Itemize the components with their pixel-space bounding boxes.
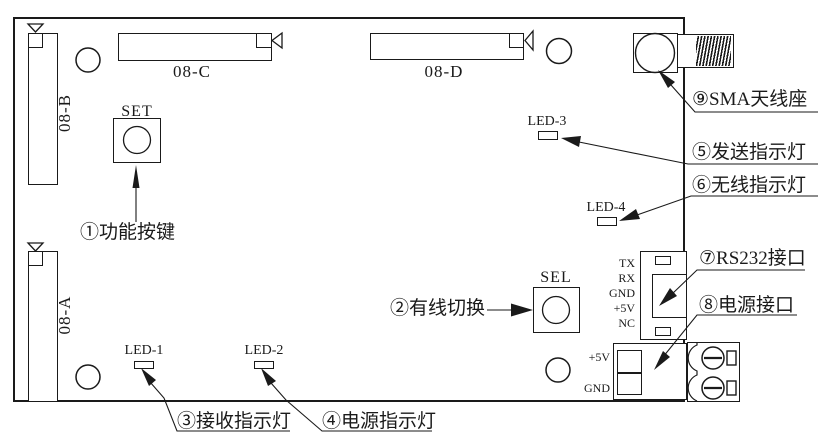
connector-08d-label: 08-D (424, 62, 464, 81)
callout-power-port: ⑧电源接口 (699, 295, 795, 316)
power-pin-5v-label: +5V (588, 350, 610, 364)
set-button-label: SET (121, 103, 153, 120)
power-terminal-gnd (617, 373, 642, 395)
callout-function-button: ①功能按键 (80, 222, 176, 243)
connector-08b-body (28, 33, 58, 185)
led-1 (134, 361, 154, 369)
callout-wireless-indicator: ⑥无线指示灯 (692, 175, 807, 196)
callout-transmit-indicator: ⑤发送指示灯 (692, 142, 807, 163)
set-button (113, 118, 161, 163)
led-2-label: LED-2 (244, 343, 284, 358)
callout-receive-indicator: ③接收指示灯 (177, 411, 292, 432)
power-pin-gnd-label: GND (584, 381, 610, 395)
led-4-label: LED-4 (586, 200, 626, 215)
rs232-pin-gnd-label: GND (609, 286, 635, 300)
connector-08a-body (28, 251, 58, 402)
rs232-notch-top (655, 256, 671, 265)
power-terminal-5v (617, 350, 642, 373)
sel-button (533, 287, 580, 333)
rs232-notch-bottom (655, 327, 671, 336)
led-2 (254, 361, 274, 369)
callout-wired-switch: ②有线切换 (390, 298, 486, 319)
sma-thread-hatch (696, 36, 731, 66)
rs232-socket (652, 274, 687, 318)
sma-connector-body (633, 33, 678, 73)
connector-08d-pin1 (509, 33, 524, 48)
led-3-label: LED-3 (527, 114, 567, 129)
rs232-pin-5v-label: +5V (613, 301, 635, 315)
led-4 (597, 217, 617, 226)
board-outline (13, 17, 685, 402)
rs232-pin-rx-label: RX (618, 271, 635, 285)
sel-button-label: SEL (540, 269, 572, 286)
callout-sma-antenna: ⑨SMA天线座 (692, 89, 808, 110)
callout-7-leader (670, 269, 805, 296)
rs232-pin-nc-label: NC (618, 316, 635, 330)
connector-08c-label: 08-C (173, 62, 211, 81)
callout-power-indicator: ④电源指示灯 (322, 411, 437, 432)
connector-08a-label: 08-A (55, 295, 74, 335)
connector-08b-pin1 (28, 33, 43, 48)
connector-08d-body (370, 33, 524, 60)
terminal-block (687, 342, 740, 402)
connector-08b-label: 08-B (55, 94, 74, 132)
led-1-label: LED-1 (124, 343, 164, 358)
led-3 (538, 131, 558, 140)
connector-08a-pin1 (28, 251, 43, 266)
connector-08c-pin1 (256, 33, 272, 48)
rs232-pin-tx-label: TX (619, 256, 635, 270)
callout-rs232-port: ⑦RS232接口 (699, 248, 806, 269)
connector-08c-body (118, 33, 272, 61)
